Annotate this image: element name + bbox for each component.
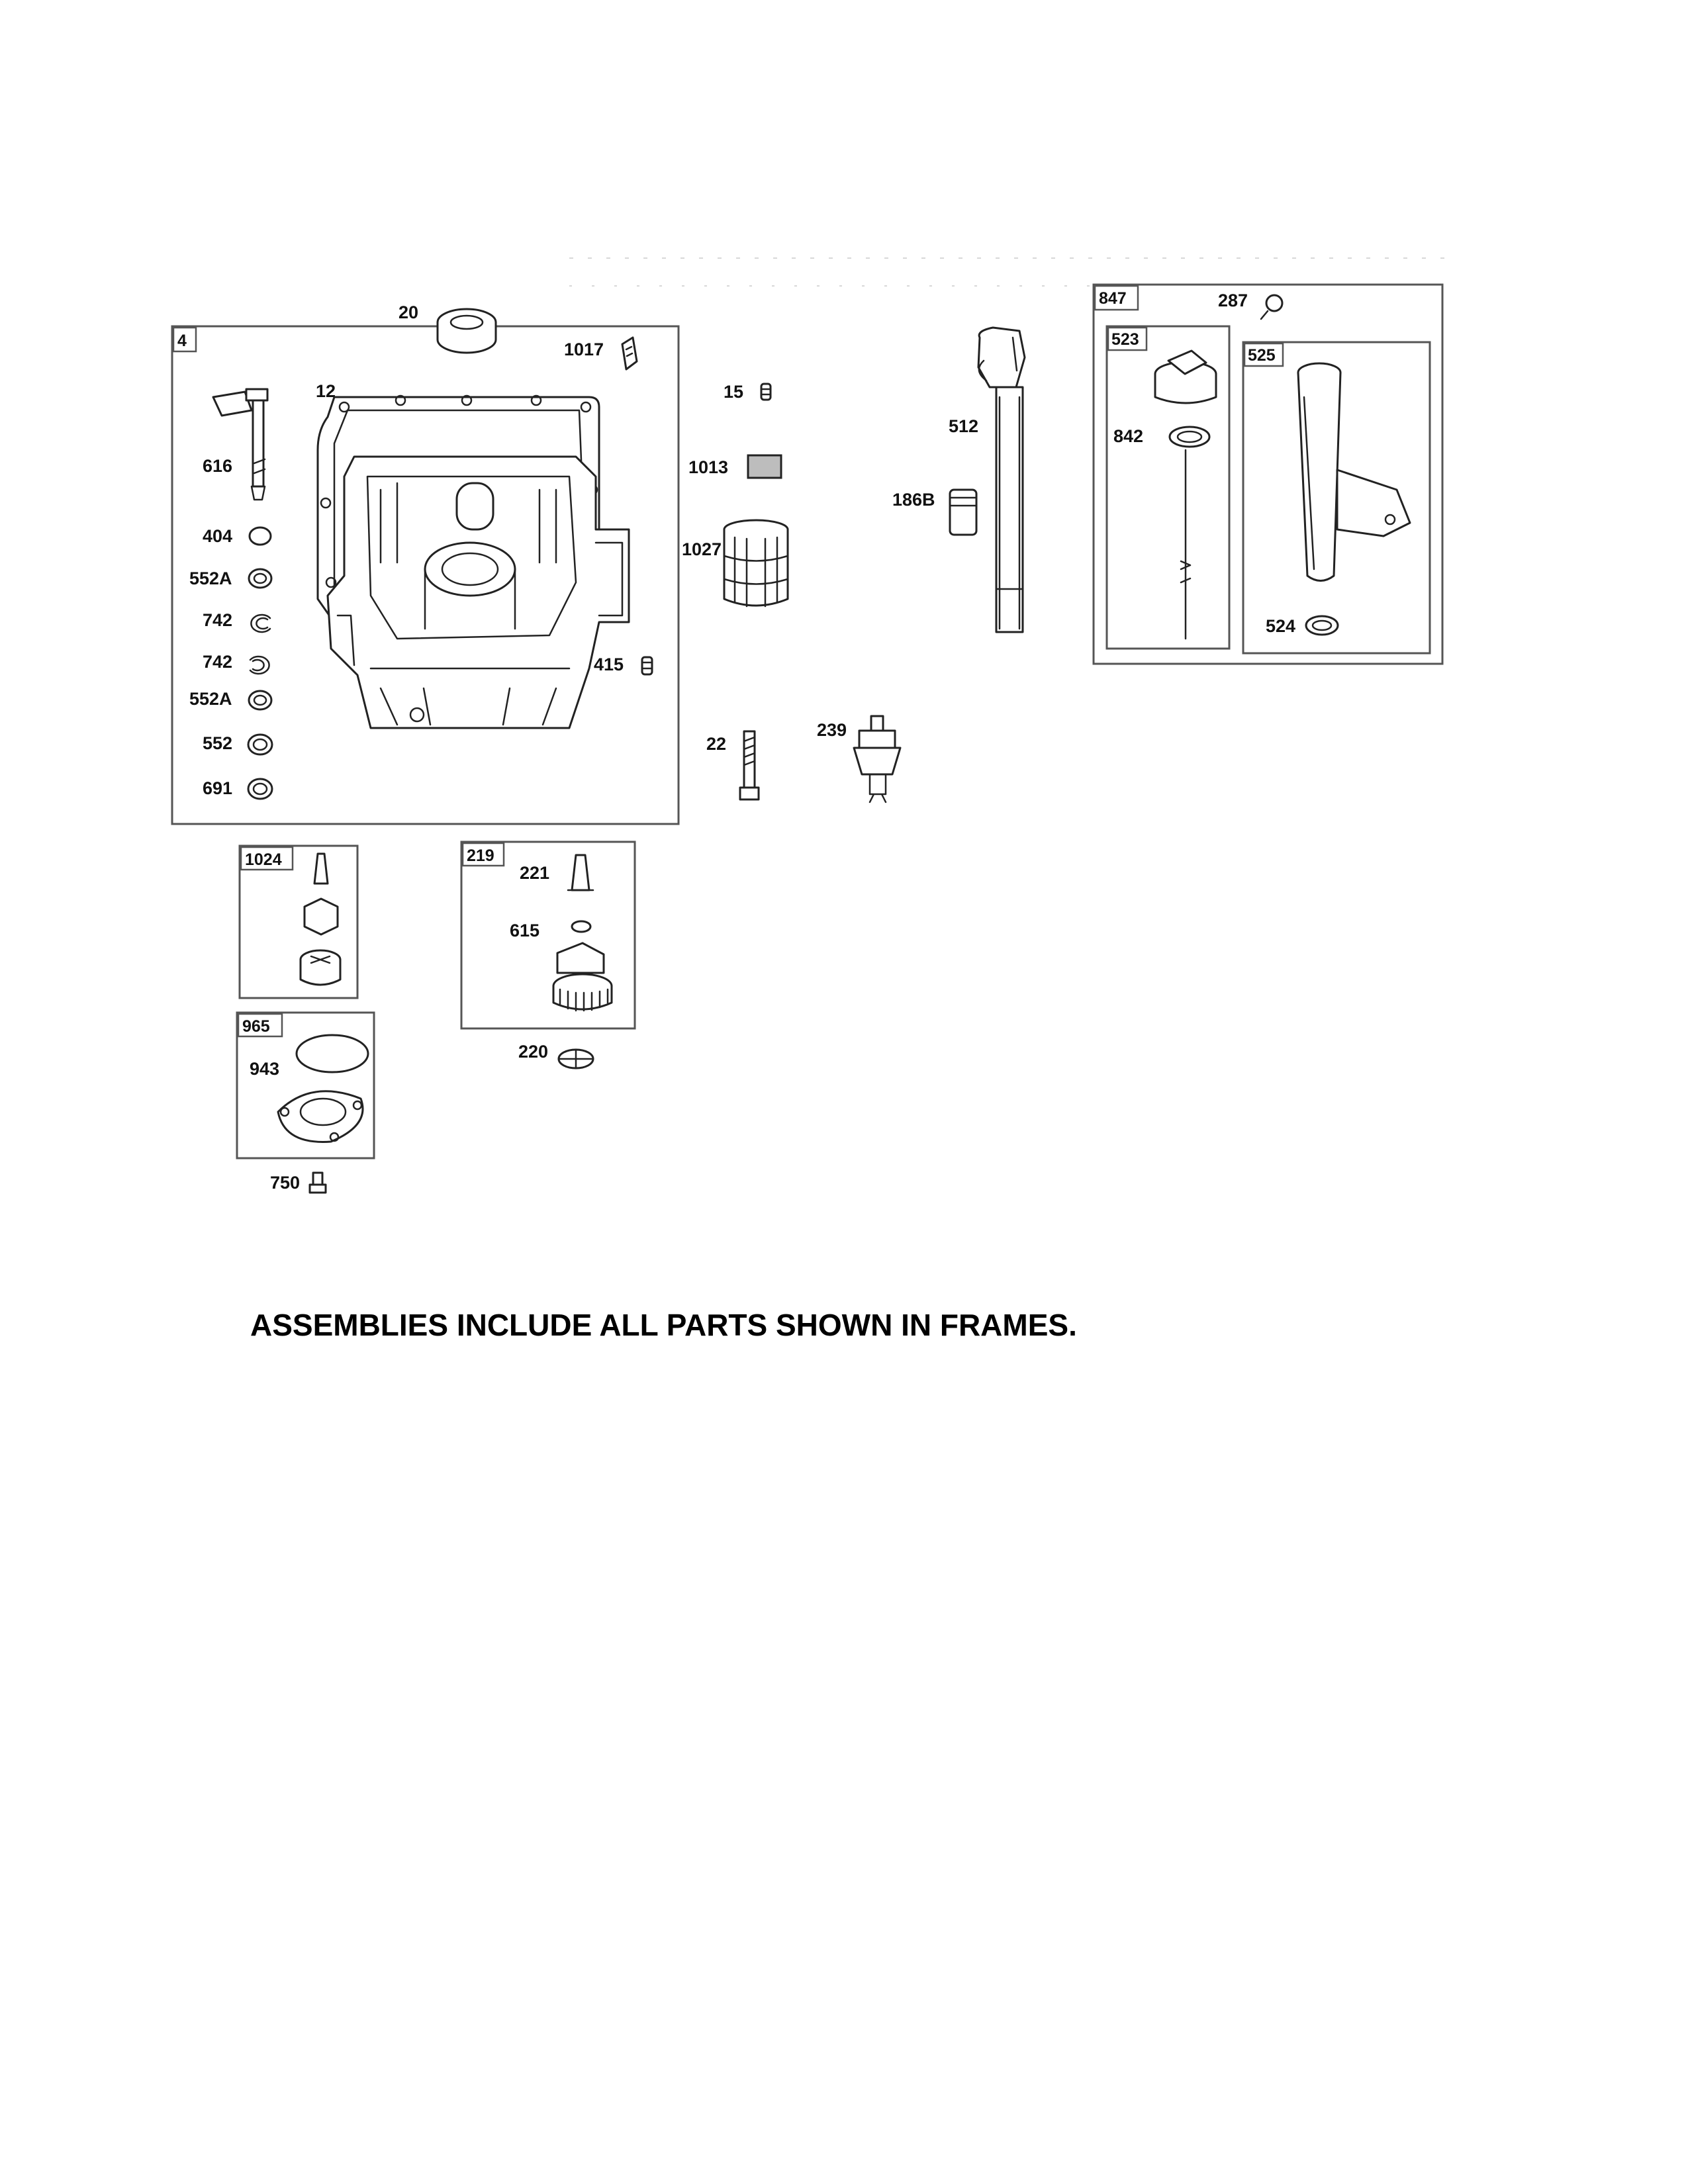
part-label-1017: 1017 (564, 340, 604, 359)
part-label-552a-1: 552A (189, 569, 232, 588)
plug-icon (760, 383, 772, 401)
part-label-287: 287 (1218, 291, 1248, 310)
breather-cover-icon (621, 336, 638, 371)
part-label-186b: 186B (892, 490, 935, 510)
o-ring-icon (295, 1034, 369, 1073)
scan-artifact-line (569, 257, 1450, 287)
frame-525-tag: 525 (1248, 346, 1276, 365)
frame-4-tag: 4 (177, 332, 187, 350)
bolt-icon (308, 1171, 327, 1194)
o-ring-icon (247, 778, 273, 800)
oil-seal-icon (436, 308, 497, 354)
frame-219-tag: 219 (467, 846, 494, 865)
part-label-842: 842 (1113, 426, 1143, 446)
part-label-221: 221 (520, 863, 549, 883)
frame-523-tag: 523 (1111, 330, 1139, 349)
seal-ring-icon (247, 733, 273, 756)
part-label-742-1: 742 (203, 610, 232, 630)
dipstick-icon (1154, 349, 1217, 640)
part-label-404: 404 (203, 526, 232, 546)
frame-1024-tag: 1024 (245, 850, 282, 869)
part-label-1013: 1013 (688, 457, 728, 477)
assembly-frame-965: 965 943 (236, 1011, 375, 1160)
part-label-943: 943 (250, 1059, 279, 1079)
part-label-616: 616 (203, 456, 232, 476)
washer-icon (248, 526, 272, 546)
seal-ring-icon (248, 690, 273, 711)
assembly-frame-847: 847 287 523 842 525 (1092, 283, 1444, 665)
bolt-icon (1260, 294, 1284, 320)
part-label-615: 615 (510, 921, 539, 940)
assembly-frame-1024: 1024 (238, 844, 359, 999)
plug-icon (641, 656, 653, 676)
part-label-12: 12 (316, 381, 336, 401)
part-label-239: 239 (817, 720, 847, 740)
governor-gear-icon (552, 942, 613, 1012)
governor-cup-icon (567, 854, 594, 891)
dipstick-tube-icon (977, 326, 1026, 633)
bolt-icon (739, 730, 760, 801)
part-label-20: 20 (399, 302, 418, 322)
crankcase-cover-icon (316, 394, 630, 729)
frame-847-tag: 847 (1099, 289, 1127, 308)
seal-ring-icon (248, 568, 273, 589)
o-ring-icon (1305, 615, 1339, 636)
part-label-220: 220 (518, 1042, 548, 1062)
oil-fill-tube-icon (1297, 362, 1411, 582)
part-label-512: 512 (949, 416, 978, 436)
retaining-ring-icon (249, 655, 270, 675)
pump-rotor-icon (299, 852, 342, 986)
pump-cover-icon (277, 1090, 364, 1143)
part-label-750: 750 (270, 1173, 300, 1193)
part-label-552a-2: 552A (189, 689, 232, 709)
assembly-frame-219: 219 221 615 (460, 841, 636, 1030)
assembly-frame-4: 4 20 1017 12 (171, 302, 680, 825)
frame-965-tag: 965 (242, 1017, 270, 1036)
part-label-524: 524 (1266, 616, 1295, 636)
part-label-22: 22 (706, 734, 726, 754)
part-label-1027: 1027 (682, 539, 722, 559)
o-ring-icon (1168, 426, 1211, 448)
washer-icon (571, 920, 592, 933)
retaining-ring-icon (250, 614, 271, 633)
part-label-691: 691 (203, 778, 232, 798)
part-label-415: 415 (594, 655, 624, 674)
gear-shaft-icon (557, 1048, 594, 1069)
part-label-552: 552 (203, 733, 232, 753)
part-label-15: 15 (724, 382, 743, 402)
assemblies-note: ASSEMBLIES INCLUDE ALL PARTS SHOWN IN FR… (250, 1308, 1077, 1342)
tube-grommet-icon (949, 488, 978, 536)
oil-pressure-switch-icon (853, 715, 902, 803)
part-label-742-2: 742 (203, 652, 232, 672)
filter-adapter-icon (747, 454, 782, 479)
governor-shaft-icon (212, 388, 269, 501)
oil-filter-icon (723, 519, 789, 608)
